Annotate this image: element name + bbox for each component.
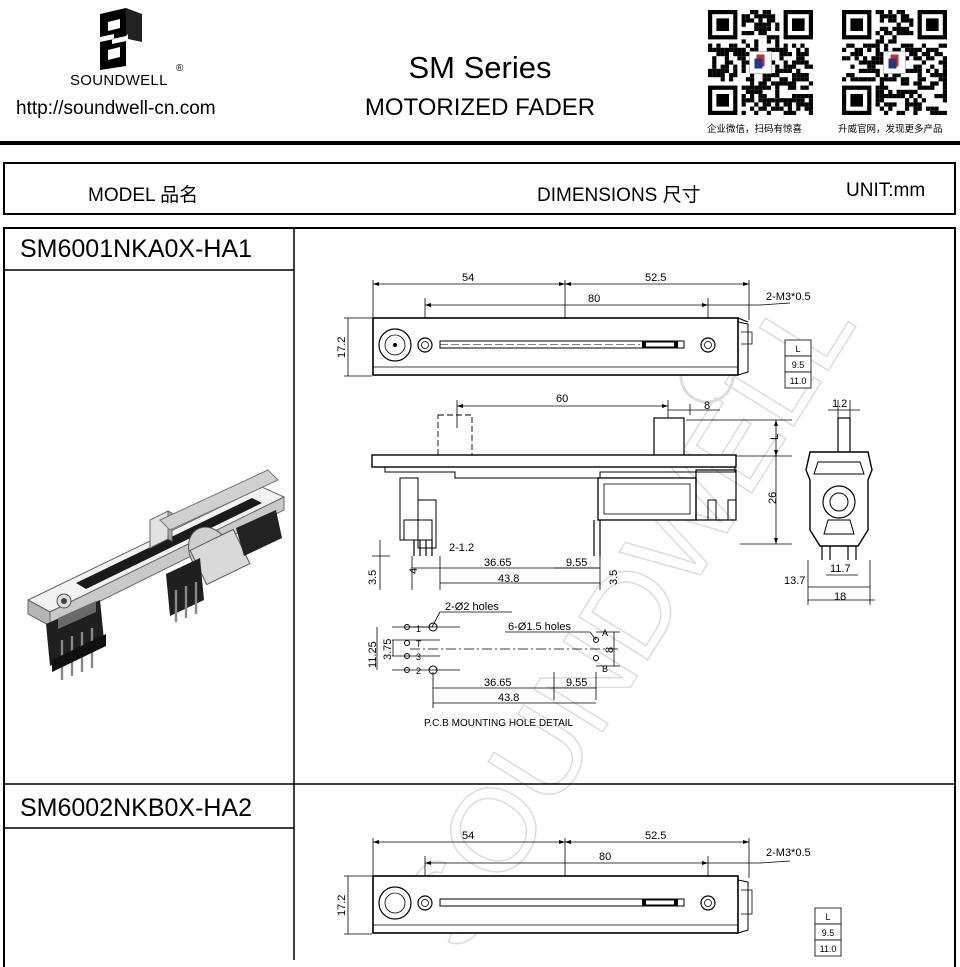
end-view-sm6001 — [805, 400, 875, 605]
dim-label: 11.25 — [367, 641, 379, 668]
header-divider — [0, 141, 960, 145]
page-subtitle: MOTORIZED FADER — [364, 94, 596, 121]
qr-caption-wechat: 企业微信，扫码有惊喜 — [707, 124, 803, 135]
dim-label: L — [769, 434, 781, 440]
dim-label: 36.65 — [484, 557, 512, 569]
pcb-detail-sm6001 — [376, 611, 620, 708]
website-link[interactable]: http://soundwell-cn.com — [16, 98, 216, 119]
soundwell-logo-mark — [100, 8, 142, 70]
dim-label: 60 — [556, 393, 568, 405]
l-table-cell: L — [825, 912, 830, 922]
registered-mark: ® — [176, 63, 184, 74]
dim-label: 9.55 — [566, 557, 587, 569]
spec-table — [3, 227, 956, 967]
dim-label: 3.75 — [382, 639, 394, 660]
dim-label: 52.5 — [645, 272, 666, 284]
brand-name: SOUNDWELL — [70, 72, 168, 89]
dim-label: 2-1.2 — [449, 542, 474, 554]
qr-code-wechat[interactable] — [706, 8, 814, 123]
dim-label: 1.2 — [832, 398, 847, 410]
dim-label: 6-Ø1.5 holes — [508, 621, 571, 633]
dim-label: 18 — [834, 591, 846, 603]
dimension-labels-sm6002: 54 52.5 80 2-M3*0.5 17.2 L 9.5 11.0 — [336, 830, 836, 954]
l-table-cell: 11.0 — [790, 376, 807, 386]
dim-label: 54 — [462, 272, 474, 284]
dim-label: 3.5 — [367, 570, 379, 585]
side-view-sm6001 — [371, 400, 792, 590]
dimension-labels-sm6001: 54 52.5 80 2-M3*0.5 17.2 L 9.5 11.0 60 8… — [336, 272, 851, 729]
dim-label: 11.7 — [830, 563, 851, 575]
dim-label: 43.8 — [498, 692, 519, 704]
model-name: SM6002NKB0X-HA2 — [20, 794, 253, 822]
dim-label: 54 — [462, 830, 474, 842]
dim-label: 8 — [704, 400, 710, 412]
table-header — [3, 162, 956, 215]
dim-label: 3.5 — [608, 570, 620, 585]
pcb-detail-caption: P.C.B MOUNTING HOLE DETAIL — [424, 718, 574, 729]
top-view-sm6001 — [344, 280, 812, 389]
qr-caption-website: 升威官网，发现更多产品 — [838, 124, 943, 135]
dim-label: 80 — [588, 293, 600, 305]
dim-label: 4 — [408, 568, 420, 574]
model-name: SM6001NKA0X-HA1 — [20, 235, 253, 263]
qr-code-icon — [842, 10, 947, 115]
dim-label: 52.5 — [645, 830, 666, 842]
pin-label: 2 — [416, 666, 421, 676]
l-table-cell: L — [795, 344, 800, 354]
dim-label: 13.7 — [784, 575, 805, 587]
dim-label: 17.2 — [336, 895, 348, 916]
dim-label: 80 — [599, 851, 611, 863]
dim-label: 8 — [604, 647, 616, 653]
dim-label: 2-M3*0.5 — [766, 847, 811, 859]
pin-label: A — [602, 628, 608, 638]
page-title: SM Series — [408, 50, 552, 85]
qr-code-icon — [708, 10, 813, 115]
top-view-sm6002 — [344, 838, 842, 957]
table-grid — [4, 228, 955, 960]
product-render-sm6001 — [26, 469, 286, 680]
dim-label: 2-M3*0.5 — [766, 291, 811, 303]
dim-label: 17.2 — [336, 337, 348, 358]
dim-label: 9.55 — [566, 677, 587, 689]
l-table-cell: 11.0 — [820, 944, 837, 954]
l-table-cell: 9.5 — [792, 360, 805, 370]
pin-label: T — [416, 639, 422, 649]
column-header-model: MODEL 品名 — [88, 185, 199, 206]
column-header-dimensions: DIMENSIONS 尺寸 — [537, 185, 701, 206]
dim-label: 36.65 — [484, 677, 512, 689]
pin-label: B — [602, 664, 608, 674]
pin-label: 3 — [416, 652, 421, 662]
l-table-cell: 9.5 — [822, 928, 835, 938]
column-header-unit: UNIT:mm — [846, 180, 926, 201]
dim-label: 2-Ø2 holes — [445, 601, 499, 613]
dim-label: 43.8 — [498, 573, 519, 585]
brand-logo — [96, 8, 146, 75]
dim-label: 26 — [767, 492, 779, 504]
qr-code-website[interactable] — [840, 8, 948, 123]
pin-label: 1 — [416, 624, 421, 634]
